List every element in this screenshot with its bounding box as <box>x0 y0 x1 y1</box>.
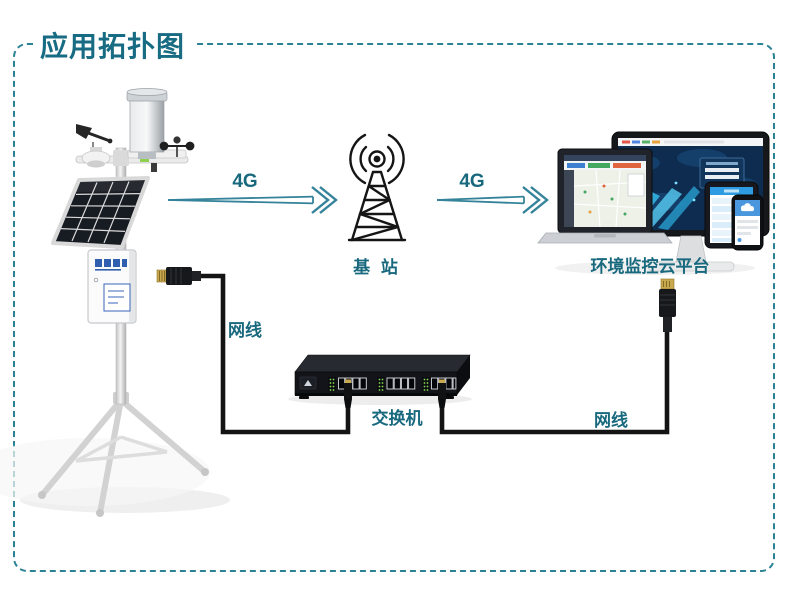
tripod-struts <box>75 435 168 463</box>
switch-plug-left <box>344 379 352 408</box>
link-label-4g-1: 4G <box>232 171 258 192</box>
page-title: 应用拓扑图 <box>34 25 198 65</box>
wireless-arrow-1 <box>167 186 338 214</box>
node-label-cloud-platform: 环境监控云平台 <box>590 257 710 276</box>
dashed-border-frame <box>13 43 775 572</box>
cloud-icon <box>740 203 754 212</box>
link-label-lan-right: 网线 <box>594 411 628 430</box>
switch-plug-right <box>438 379 446 408</box>
dome-sensor <box>81 147 111 168</box>
ethernet-cable-left <box>156 267 351 435</box>
controller-box <box>87 249 137 324</box>
rain-gauge <box>126 88 187 159</box>
port-group-leds <box>328 377 430 391</box>
node-label-switch: 交换机 <box>371 409 423 428</box>
ethernet-switch-icon <box>294 354 471 408</box>
node-label-base-station: 基 站 <box>353 258 401 277</box>
multi-device-dashboard-icon <box>537 131 770 272</box>
solar-panel <box>51 176 150 249</box>
cell-tower-icon <box>347 133 407 242</box>
anemometer <box>159 136 195 157</box>
link-label-4g-2: 4G <box>459 171 485 192</box>
ethernet-cable-right <box>439 278 676 435</box>
link-label-lan-left: 网线 <box>228 321 262 340</box>
laptop <box>537 148 673 244</box>
phone <box>731 194 764 251</box>
wind-vane <box>76 124 113 157</box>
solar-weather-station-icon <box>38 88 209 517</box>
wireless-arrow-2 <box>436 186 549 214</box>
